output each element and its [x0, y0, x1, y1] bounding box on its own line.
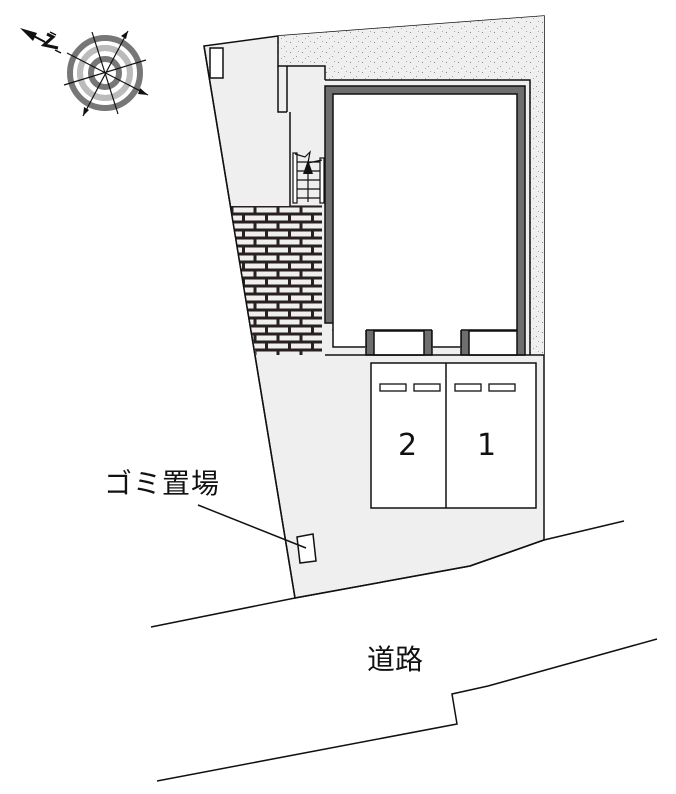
building: [324, 85, 544, 356]
parking-space-2-number[interactable]: 2: [398, 428, 418, 463]
north-arrow-compass-icon: [20, 28, 149, 117]
meter-box: [209, 47, 224, 79]
gravel-strip: [277, 16, 544, 355]
brick-paving: [230, 206, 322, 355]
staircase-icon: [292, 150, 325, 204]
garbage-area: [197, 504, 317, 564]
garbage-area-label: ゴミ置場: [104, 467, 221, 500]
parking-area[interactable]: [370, 362, 537, 509]
parking-space-1-number[interactable]: 1: [477, 428, 497, 463]
road-label: 道路: [367, 643, 424, 676]
road: [150, 520, 658, 782]
